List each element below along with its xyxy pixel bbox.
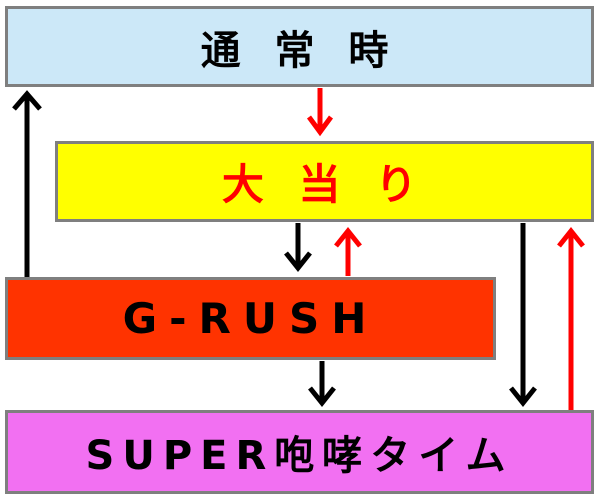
arrow-jackpot-to-grush [284,223,312,273]
arrow-normal-to-jackpot [306,88,334,137]
arrow-super-to-jackpot [557,226,585,410]
state-label-grush: G-RUSH [122,294,379,343]
state-box-grush: G-RUSH [5,277,496,360]
state-box-jackpot: 大 当 り [55,141,594,222]
state-label-jackpot: 大 当 り [221,160,428,209]
state-box-normal: 通 常 時 [5,6,594,87]
state-label-normal: 通 常 時 [200,27,399,74]
arrow-grush-to-normal [12,90,42,277]
state-box-super: SUPER咆哮タイム [5,410,594,494]
arrow-jackpot-to-super [509,223,537,408]
state-label-super: SUPER咆哮タイム [85,433,514,479]
arrow-grush-to-super [308,361,336,408]
arrow-grush-to-jackpot [334,226,362,276]
